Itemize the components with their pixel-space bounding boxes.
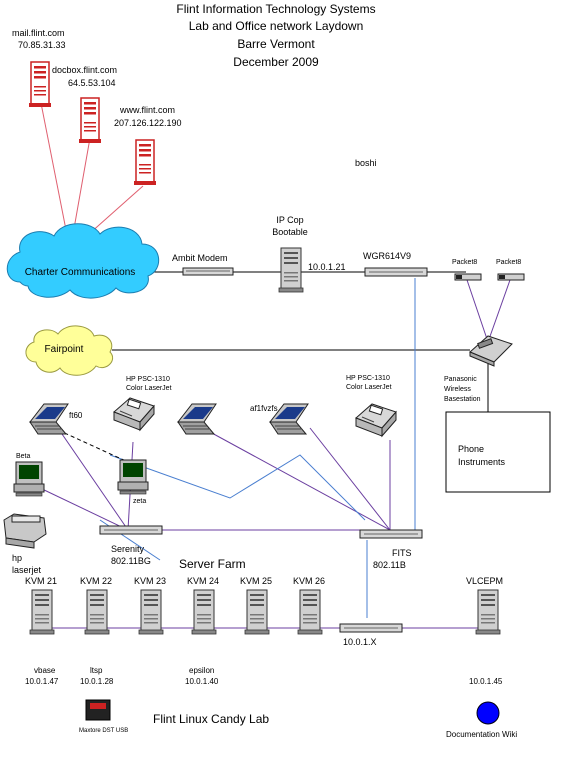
server-farm: KVM 21 KVM 22 KVM 23 KVM 24 KVM 25 KVM 2… [25, 576, 325, 635]
ipcop-label: IP Cop [276, 215, 303, 225]
hp-laserjet-line-1: hp [12, 553, 22, 563]
mail-server-ip: 70.85.31.33 [18, 40, 66, 50]
kvm-25-label: KVM 25 [240, 576, 272, 586]
ipcop-server[interactable]: IP Cop Bootable 10.0.1.21 [272, 215, 346, 293]
boshi-label: boshi [355, 158, 377, 168]
server-docbox[interactable]: docbox.flint.com 64.5.53.104 [52, 65, 117, 144]
beta-label: Beta [16, 453, 31, 460]
vlcepm-server[interactable]: VLCEPM 10.0.1.45 [466, 576, 503, 686]
mail-server-label: mail.flint.com [12, 28, 65, 38]
charter-cloud: Charter Communications [6, 223, 159, 299]
serenity-label: Serenity [111, 544, 145, 554]
ambit-label: Ambit Modem [172, 253, 228, 263]
phone-box-line-1: Phone [458, 444, 484, 454]
wiki-label: Documentation Wiki [446, 730, 517, 739]
hp-psc-printer-left[interactable]: HP PSC-1310 Color LaserJet [113, 376, 172, 431]
fits-sub: 802.11B [373, 560, 406, 570]
kvm-21-server[interactable] [29, 589, 55, 635]
laptop-ft60[interactable]: ft60 [29, 403, 83, 435]
vlcepm-ip: 10.0.1.45 [469, 677, 503, 686]
ltsp-ip: 10.0.1.28 [80, 677, 114, 686]
lan-switch[interactable]: 10.0.1.X [339, 623, 403, 647]
packet8-1-label: Packet8 [452, 259, 477, 266]
fits-access-point[interactable]: FITS 802.11B [359, 529, 423, 570]
phone-instruments-box: Phone Instruments [445, 411, 551, 493]
kvm-24-label: KVM 24 [187, 576, 219, 586]
candy-lab-heading: Flint Linux Candy Lab [153, 712, 269, 726]
kvm-23-label: KVM 23 [134, 576, 166, 586]
vlcepm-label: VLCEPM [466, 576, 503, 586]
panasonic-basestation[interactable]: Panasonic Wireless Basestation [444, 335, 513, 403]
serenity-sub: 802.11BG [111, 556, 151, 566]
packet8-2-label: Packet8 [496, 259, 521, 266]
printer-right-line-2: Color LaserJet [346, 384, 392, 391]
basestation-label-2: Wireless [444, 386, 471, 393]
packet8-1[interactable]: Packet8 [452, 259, 482, 281]
vbase-ip: 10.0.1.47 [25, 677, 59, 686]
wgr-label: WGR614V9 [363, 251, 411, 261]
docbox-server-label: docbox.flint.com [52, 65, 117, 75]
hp-psc-printer-right[interactable]: HP PSC-1310 Color LaserJet [346, 375, 397, 437]
wgr-router[interactable]: WGR614V9 [363, 251, 428, 277]
printer-left-line-2: Color LaserJet [126, 385, 172, 392]
server-www[interactable]: www.flint.com 207.126.122.190 [114, 105, 182, 186]
basestation-label-1: Panasonic [444, 376, 477, 383]
epsilon-ip: 10.0.1.40 [185, 677, 219, 686]
title-line-1: Flint Information Technology Systems [176, 2, 375, 16]
title-block: Flint Information Technology Systems Lab… [176, 2, 375, 69]
desktop-beta[interactable]: Beta [13, 453, 45, 497]
packet8-2[interactable]: Packet8 [496, 259, 525, 281]
fairpoint-cloud: Fairpoint [25, 325, 114, 376]
kvm-26-label: KVM 26 [293, 576, 325, 586]
hp-laserjet-line-2: laserjet [12, 565, 42, 575]
lan-switch-label: 10.0.1.X [343, 637, 377, 647]
documentation-wiki[interactable]: Documentation Wiki [446, 701, 517, 739]
desktop-zeta[interactable]: zeta [117, 459, 149, 505]
zeta-label: zeta [133, 498, 146, 505]
fairpoint-label: Fairpoint [45, 344, 84, 355]
title-line-2: Lab and Office network Laydown [189, 19, 364, 33]
www-server-ip: 207.126.122.190 [114, 118, 182, 128]
kvm-22-label: KVM 22 [80, 576, 112, 586]
hp-laserjet[interactable]: hp laserjet [3, 513, 47, 575]
serenity-access-point[interactable]: Serenity 802.11BG [99, 525, 163, 566]
ipcop-sub: Bootable [272, 227, 308, 237]
server-farm-heading: Server Farm [179, 557, 246, 571]
ft60-label: ft60 [69, 411, 83, 420]
kvm-25-server[interactable] [244, 589, 270, 635]
ltsp-label: ltsp [90, 666, 103, 675]
printer-right-line-1: HP PSC-1310 [346, 375, 390, 382]
maxtor-label: Maxtore DST USB [79, 728, 128, 734]
ipcop-ip: 10.0.1.21 [308, 262, 346, 272]
kvm-23-server[interactable] [138, 589, 164, 635]
ambit-modem[interactable]: Ambit Modem [172, 253, 234, 276]
af1fvzfs-label: af1fvzfs [250, 404, 278, 413]
vbase-label: vbase [34, 666, 56, 675]
docbox-server-ip: 64.5.53.104 [68, 78, 116, 88]
title-line-3: Barre Vermont [237, 37, 315, 51]
laptop-center[interactable] [177, 403, 217, 435]
epsilon-label: epsilon [189, 666, 214, 675]
kvm-26-server[interactable] [297, 589, 323, 635]
kvm-21-label: KVM 21 [25, 576, 57, 586]
phone-box-line-2: Instruments [458, 457, 506, 467]
www-server-label: www.flint.com [119, 105, 175, 115]
charter-label: Charter Communications [25, 267, 136, 278]
title-line-4: December 2009 [233, 55, 319, 69]
kvm-22-server[interactable] [84, 589, 110, 635]
printer-left-line-1: HP PSC-1310 [126, 376, 170, 383]
fits-label: FITS [392, 548, 412, 558]
maxtor-usb-drive[interactable]: Maxtore DST USB [79, 699, 128, 734]
kvm-24-server[interactable] [191, 589, 217, 635]
laptop-af1fvzfs[interactable]: af1fvzfs [250, 403, 309, 435]
server-mail[interactable]: mail.flint.com 70.85.31.33 [12, 28, 66, 108]
basestation-label-3: Basestation [444, 396, 481, 403]
